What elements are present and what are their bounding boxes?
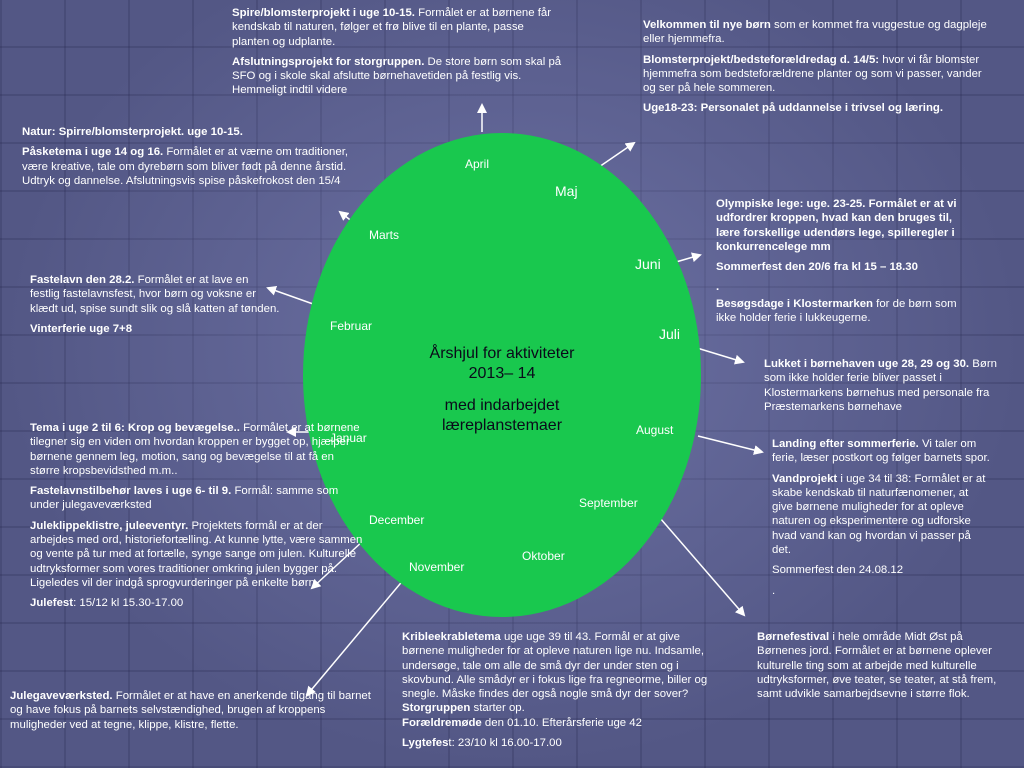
month-januar: Januar (330, 431, 367, 445)
month-september: September (579, 496, 638, 510)
block-julegave: Julegaveværksted. Formålet er at have en… (10, 690, 371, 731)
month-november: November (409, 560, 465, 574)
block-fastelavn: Fastelavn den 28.2. Formålet er at lave … (30, 274, 280, 335)
title-line-1: Årshjul for aktiviteter (429, 345, 575, 362)
arrow-juli (696, 347, 745, 365)
month-maj: Maj (555, 183, 578, 199)
month-februar: Februar (330, 319, 373, 333)
block-krible: Kribleekrabletema uge uge 39 til 43. For… (402, 631, 708, 750)
title-line-2: 2013– 14 (468, 365, 536, 382)
block-borne: Børnefestival i hele område Midt Øst på … (757, 631, 997, 701)
block-landing: Landing efter sommerferie. Vi taler om f… (772, 438, 990, 597)
arrow-november (305, 571, 411, 697)
month-juni: Juni (635, 256, 661, 272)
wheel-title: Årshjul for aktiviteter 2013– 14 med ind… (400, 344, 604, 436)
block-spire: Spire/blomsterprojekt i uge 10-15. Formå… (232, 7, 562, 97)
month-april: April (465, 157, 490, 171)
month-december: December (369, 513, 425, 527)
block-natur: Natur: Spirre/blomsterprojekt. uge 10-15… (22, 126, 349, 187)
month-marts: Marts (369, 228, 399, 242)
month-august: August (636, 423, 674, 437)
block-velkommen: Velkommen til nye børn som er kommet fra… (643, 19, 987, 115)
block-lukket: Lukket i børnehaven uge 28, 29 og 30. Bø… (764, 358, 997, 413)
arrow-august (697, 435, 764, 455)
month-oktober: Oktober (522, 549, 565, 563)
year-wheel (303, 133, 701, 617)
arrow-juni (675, 252, 702, 263)
block-olympiske: Olympiske lege: uge. 23-25. Formålet er … (716, 198, 957, 325)
arrow-december (310, 539, 365, 590)
block-tema: Tema i uge 2 til 6: Krop og bevægelse.. … (30, 422, 363, 610)
month-juli: Juli (659, 326, 681, 342)
subtitle-line-1: med indarbejdet (444, 397, 560, 414)
arrow-september (659, 517, 746, 617)
subtitle-line-2: læreplanstemaer (441, 417, 563, 434)
